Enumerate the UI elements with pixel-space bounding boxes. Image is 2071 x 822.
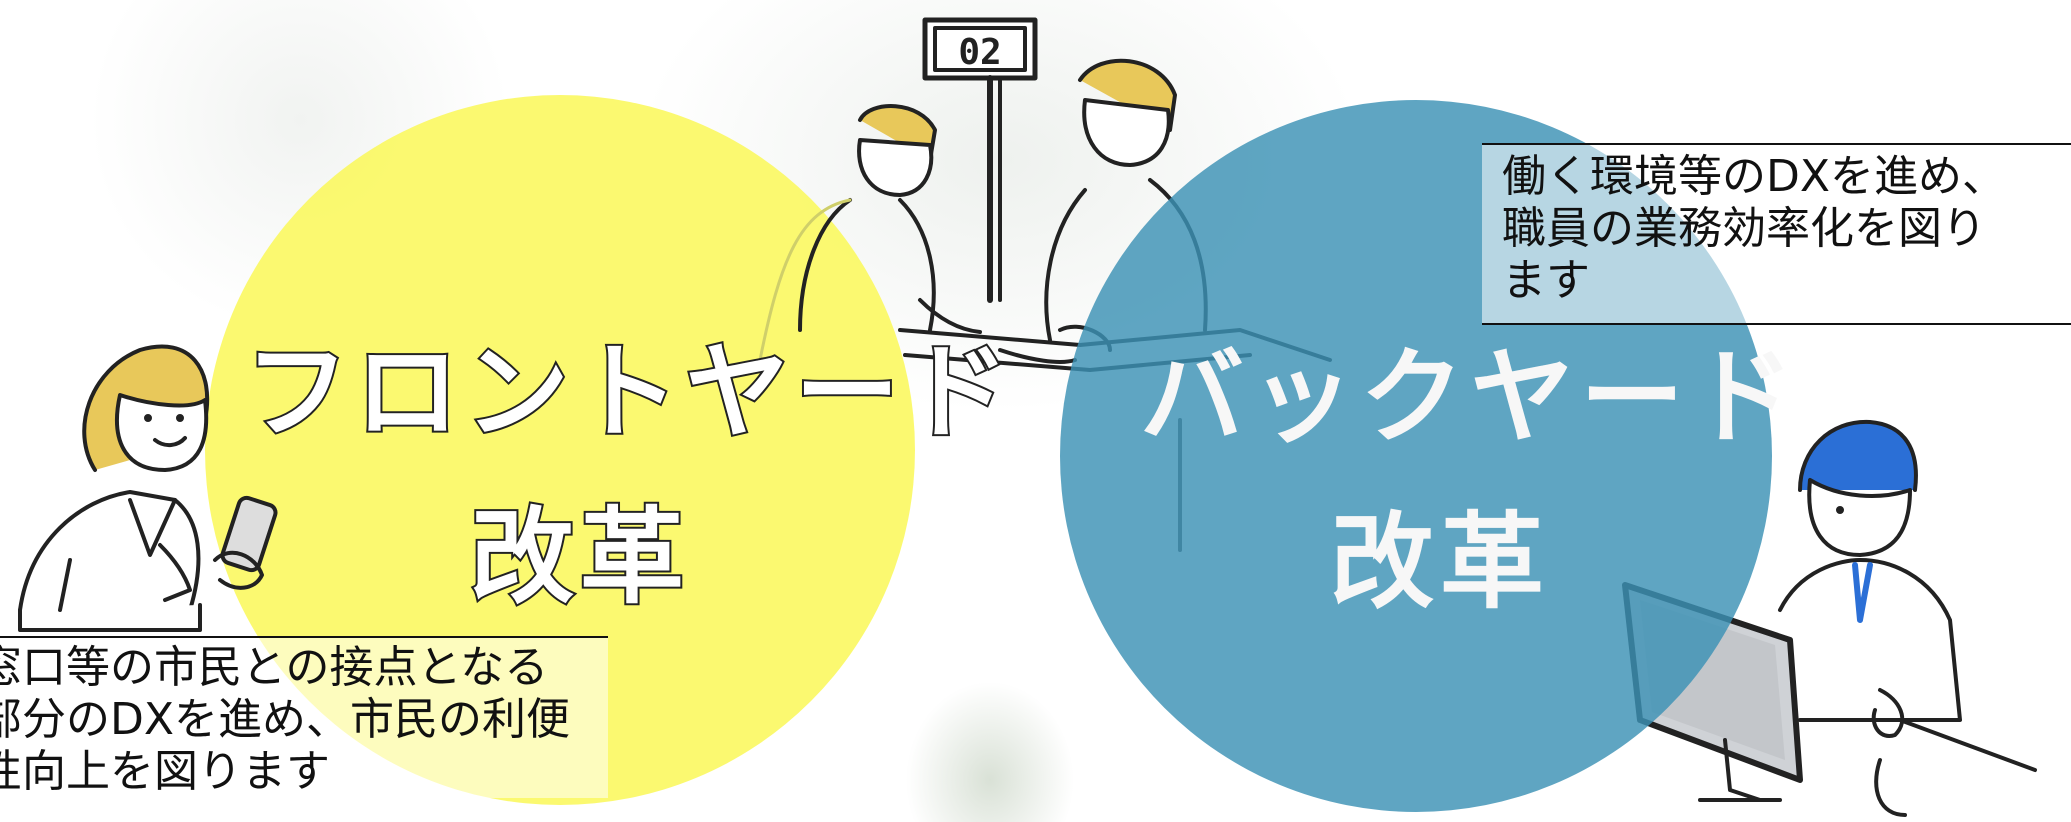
- counter-sign-number: 02: [958, 32, 1001, 73]
- frontyard-title: フロントヤード: [243, 331, 1016, 453]
- frontyard-description-line: 窓口等の市民との接点となる: [0, 642, 549, 693]
- frontyard-description-line: 部分のDXを進め、市民の利便: [0, 694, 571, 745]
- backyard-description-line: 職員の業務効率化を図り: [1502, 203, 1986, 254]
- counter-reception-icon: [758, 17, 1332, 552]
- backyard-description: 働く環境等のDXを進め、 職員の業務効率化を図り ます: [1482, 143, 2071, 325]
- frontyard-description-line: 性向上を図ります: [0, 746, 330, 797]
- frontyard-subtitle: 改革: [468, 496, 691, 618]
- frontyard-description: 窓口等の市民との接点となる 部分のDXを進め、市民の利便 性向上を図ります: [0, 636, 608, 798]
- backyard-subtitle: 改革: [1330, 501, 1551, 623]
- backyard-description-line: ます: [1502, 255, 1590, 306]
- backyard-title: バックヤード: [1140, 336, 1801, 458]
- backyard-description-line: 働く環境等のDXを進め、: [1502, 151, 2007, 202]
- woman-smartphone-icon: [18, 344, 278, 632]
